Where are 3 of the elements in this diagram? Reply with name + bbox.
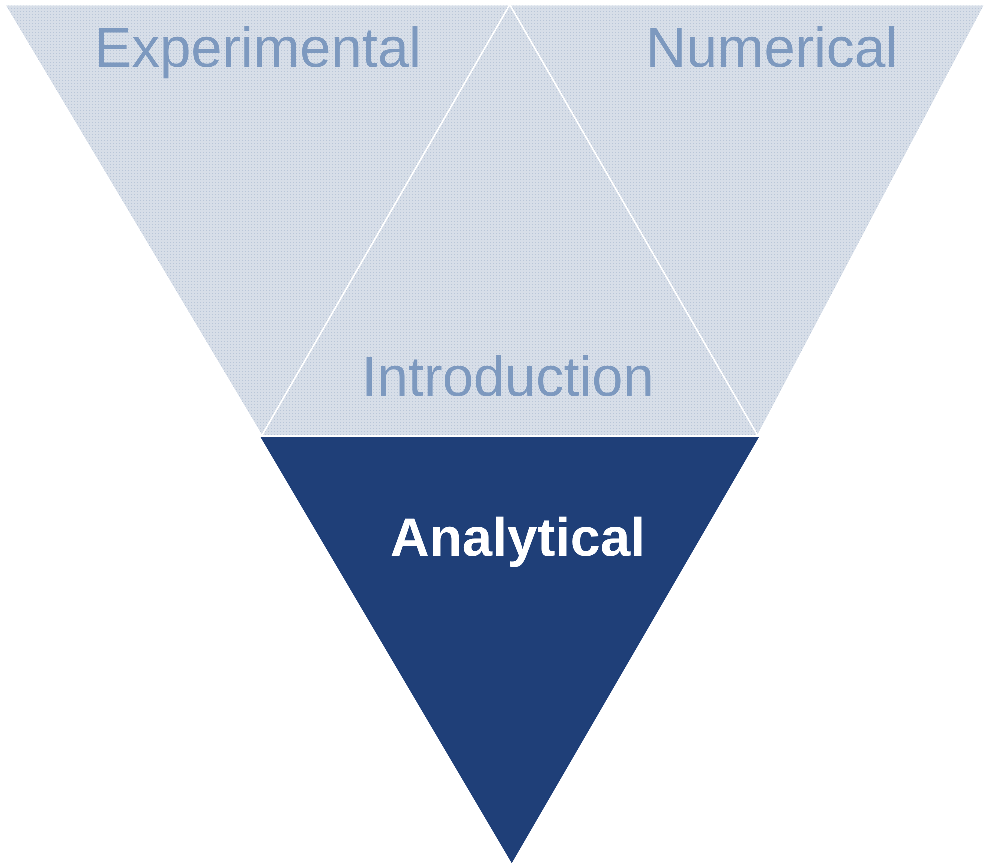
segment-label: Introduction: [362, 349, 654, 405]
segment-label: Numerical: [646, 20, 898, 76]
segment-label: Analytical: [390, 511, 646, 565]
